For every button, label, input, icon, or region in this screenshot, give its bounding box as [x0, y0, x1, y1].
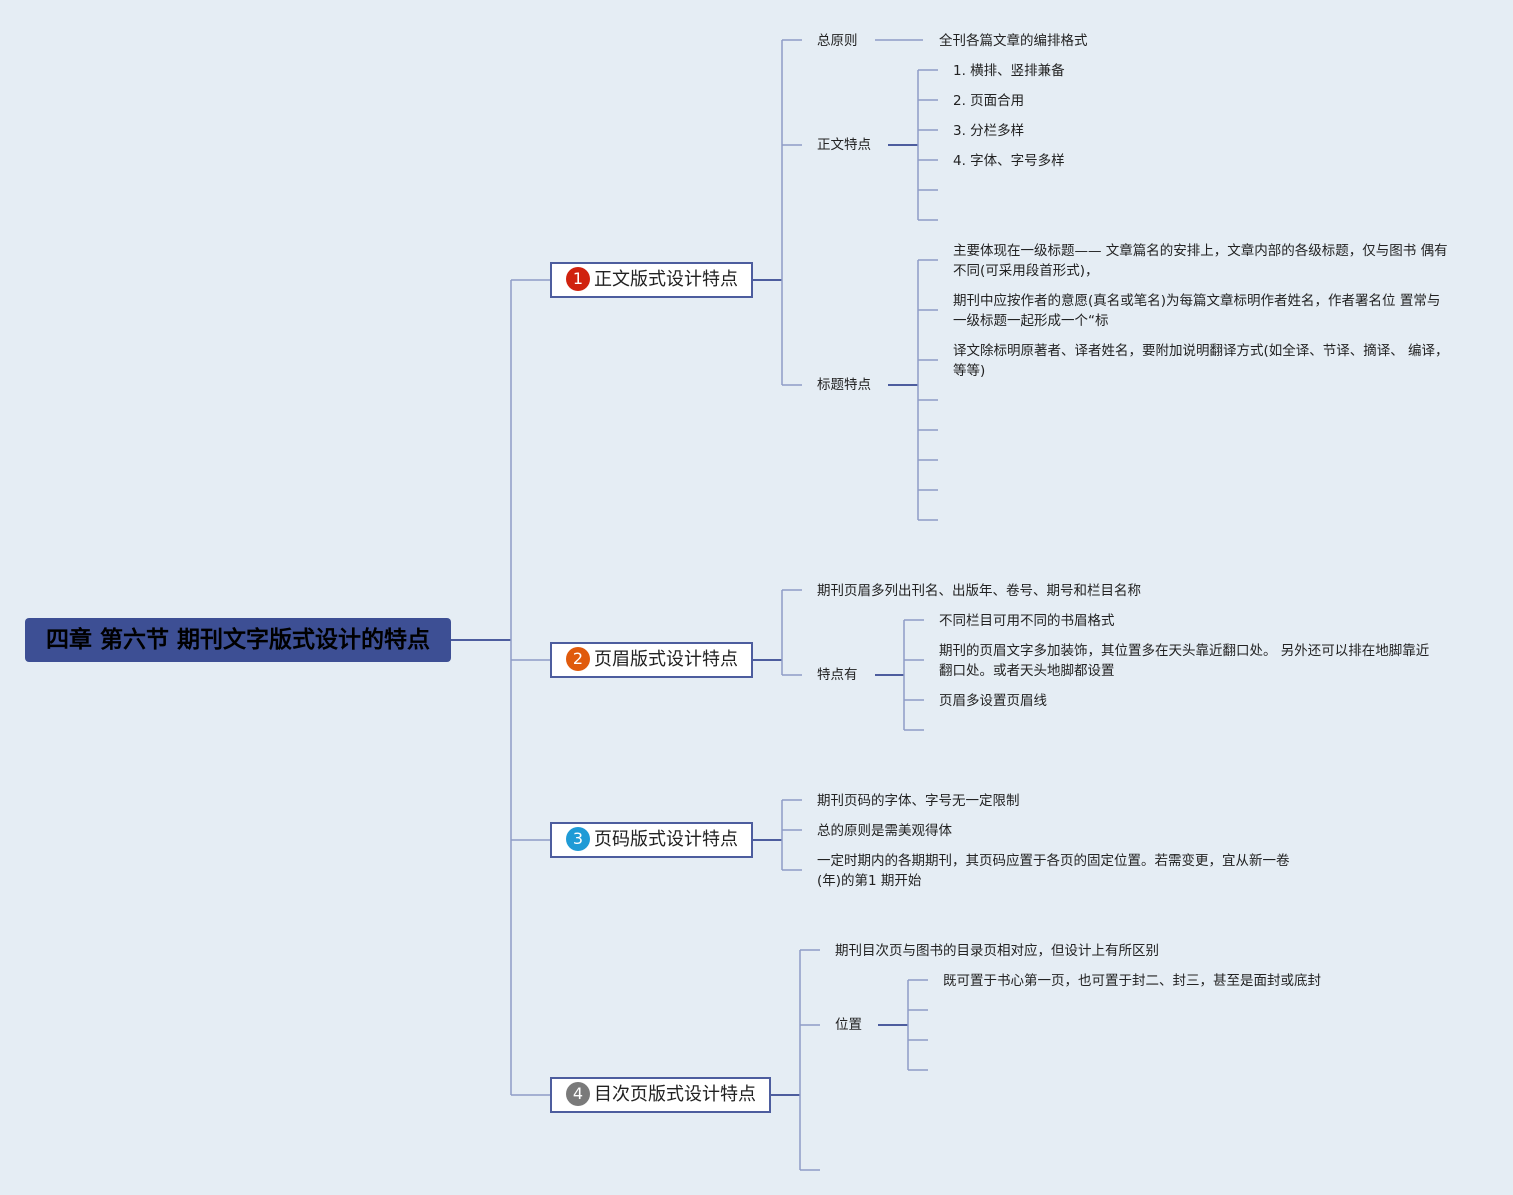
root-topic[interactable]: 四章 第六节 期刊文字版式设计的特点 — [25, 618, 451, 662]
node-page-number-1[interactable]: 期刊页码的字体、字号无一定限制 — [817, 793, 1020, 809]
node-header-content[interactable]: 期刊页眉多列出刊名、出版年、卷号、期号和栏目名称 — [817, 583, 1141, 599]
node-contents-position-1[interactable]: 既可置于书心第一页，也可置于封二、封三，甚至是面封或底封 — [943, 973, 1321, 989]
badge-3: 3 — [566, 826, 590, 851]
badge-1: 1 — [566, 266, 590, 291]
node-title-feature-1[interactable]: 主要体现在一级标题—— 文章篇名的安排上，文章内部的各级标题，仅与图书 偶有不同… — [953, 243, 1448, 279]
node-title-features[interactable]: 标题特点 — [817, 377, 871, 393]
node-contents-position[interactable]: 位置 — [835, 1017, 862, 1033]
node-body-feature-1[interactable]: 1. 横排、竖排兼备 — [953, 63, 1065, 79]
node-principle-text[interactable]: 全刊各篇文章的编排格式 — [939, 33, 1088, 49]
node-page-number-2[interactable]: 总的原则是需美观得体 — [817, 823, 952, 839]
badge-4: 4 — [566, 1081, 590, 1106]
node-header-feature-2[interactable]: 期刊的页眉文字多加装饰，其位置多在天头靠近翻口处。 另外还可以排在地脚靠近翻口处… — [939, 643, 1430, 679]
node-header-feature-3[interactable]: 页眉多设置页眉线 — [939, 693, 1047, 709]
node-page-number-3[interactable]: 一定时期内的各期期刊，其页码应置于各页的固定位置。若需变更，宜从新一卷(年)的第… — [817, 853, 1290, 889]
node-header-feature-1[interactable]: 不同栏目可用不同的书眉格式 — [939, 613, 1115, 629]
node-body-feature-4[interactable]: 4. 字体、字号多样 — [953, 153, 1065, 169]
node-body-features[interactable]: 正文特点 — [817, 137, 871, 153]
badge-2: 2 — [566, 646, 590, 671]
node-title-feature-3[interactable]: 译文除标明原著者、译者姓名，要附加说明翻译方式(如全译、节译、摘译、 编译，等等… — [953, 343, 1449, 379]
node-body-feature-2[interactable]: 2. 页面合用 — [953, 93, 1025, 109]
node-general-principle[interactable]: 总原则 — [817, 33, 858, 49]
node-body-feature-3[interactable]: 3. 分栏多样 — [953, 123, 1025, 139]
node-header-features[interactable]: 特点有 — [817, 667, 858, 683]
node-contents-compare[interactable]: 期刊目次页与图书的目录页相对应，但设计上有所区别 — [835, 943, 1159, 959]
node-title-feature-2[interactable]: 期刊中应按作者的意愿(真名或笔名)为每篇文章标明作者姓名，作者署名位 置常与一级… — [953, 293, 1441, 329]
